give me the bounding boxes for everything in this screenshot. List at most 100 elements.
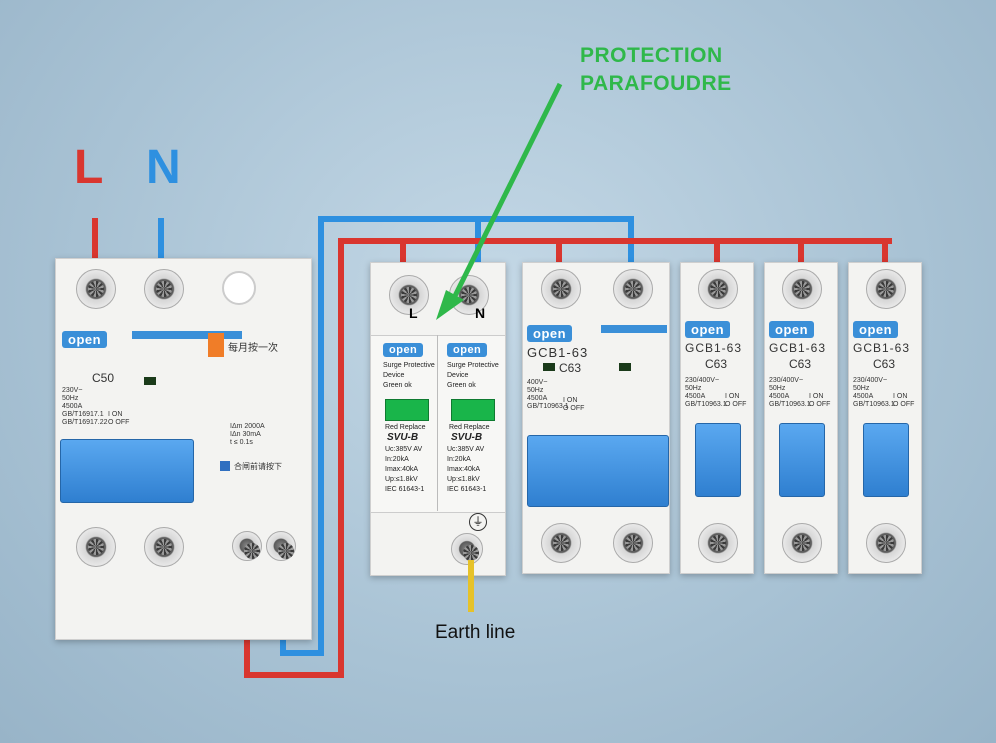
mcb-spec: 230/400V~ xyxy=(769,377,804,384)
incoming-neutral-wire xyxy=(158,218,164,290)
mcb-model: GCB1-63 xyxy=(769,341,827,355)
rcbo-terminal-l-bottom xyxy=(76,527,116,567)
spd-spec: Uc:385V AV xyxy=(385,446,423,453)
spd-terminal-l-label: L xyxy=(409,305,418,321)
spd-replace-label: Red Replace xyxy=(385,424,426,431)
mcb-double-spec: 400V~ xyxy=(527,379,548,386)
mcb-toggle-lever[interactable] xyxy=(863,423,909,497)
mcb-single-2: open GCB1-63 C63 230/400V~ 50Hz 4500A GB… xyxy=(764,262,838,574)
mcb-terminal-bottom xyxy=(782,523,822,563)
mcb-spec: 50Hz xyxy=(853,385,870,392)
mcb-off-label: O OFF xyxy=(725,401,747,408)
mcb-spec: 230/400V~ xyxy=(853,377,888,384)
mcb-double-toggle-lever[interactable] xyxy=(527,435,669,507)
earth-line-label: Earth line xyxy=(435,622,516,643)
mcb-spec: 50Hz xyxy=(685,385,702,392)
mcb-double-terminal-bottom-1 xyxy=(541,523,581,563)
spd-module-line: Surge Protective xyxy=(447,362,499,369)
spd-replace-label: Red Replace xyxy=(449,424,490,431)
rcbo-toggle-lever[interactable] xyxy=(60,439,194,503)
mcb-double-model: GCB1-63 xyxy=(527,345,589,360)
mcb-model: GCB1-63 xyxy=(853,341,911,355)
mcb-spec: 50Hz xyxy=(769,385,786,392)
mcb-off-label: O OFF xyxy=(809,401,831,408)
spd-terminal-l xyxy=(389,275,429,315)
rcbo-rating: C50 xyxy=(92,371,115,385)
spd-spec: Up:≤1.8kV xyxy=(385,476,418,483)
rcbo-reset-note: 合闸前请按下 xyxy=(234,462,282,471)
spd-spec: Imax:40kA xyxy=(385,466,419,473)
spd-module-line: Surge Protective xyxy=(383,362,435,369)
mcb-double-indicator-2 xyxy=(619,363,631,371)
rcbo-spec: GB/T16917.22 xyxy=(62,419,108,426)
rcbo-spec: GB/T16917.1 xyxy=(62,411,104,418)
spd-terminal-earth xyxy=(451,533,483,565)
mcb-single-1: open GCB1-63 C63 230/400V~ 50Hz 4500A GB… xyxy=(680,262,754,574)
rcbo-reset-button[interactable] xyxy=(220,461,230,471)
spd-module-line: Green ok xyxy=(447,382,476,389)
mcb-double-terminal-bottom-2 xyxy=(613,523,653,563)
mcb-model: GCB1-63 xyxy=(685,341,743,355)
mcb-on-label: I ON xyxy=(725,393,740,400)
spd-spec: IEC 61643-1 xyxy=(385,486,425,493)
mcb-spec: 4500A xyxy=(769,393,790,400)
mcb-double-terminal-top-2 xyxy=(613,269,653,309)
rcbo-residual: IΔn 30mA xyxy=(230,431,261,438)
spd-model: SVU-B xyxy=(387,432,419,443)
spd-status-window xyxy=(385,399,429,421)
spd-status-window xyxy=(451,399,495,421)
spd-spec: Up:≤1.8kV xyxy=(447,476,480,483)
mcb-on-label: I ON xyxy=(893,393,908,400)
mcb-spec: GB/T10963.1 xyxy=(853,401,895,408)
neutral-label: N xyxy=(146,141,181,194)
surge-protector: L N open Surge Protective Device Green o… xyxy=(370,262,506,576)
rcbo-test-note: 每月按一次 xyxy=(228,343,278,354)
mcb-double-off-label: O OFF xyxy=(563,405,585,412)
annotation-text: PROTECTION PARAFOUDRE xyxy=(580,42,732,98)
annotation-line-2: PARAFOUDRE xyxy=(580,72,732,95)
mcb-terminal-bottom xyxy=(866,523,906,563)
mcb-rating: C63 xyxy=(873,357,896,371)
spd-spec: IEC 61643-1 xyxy=(447,486,487,493)
rcbo-off-label: O OFF xyxy=(108,419,130,426)
rcbo-terminal-l-top xyxy=(76,269,116,309)
mcb-terminal-top xyxy=(698,269,738,309)
mcb-brand: open xyxy=(769,321,815,338)
mcb-brand: open xyxy=(685,321,731,338)
rcbo-terminal-n-top xyxy=(144,269,184,309)
rcbo-on-label: I ON xyxy=(108,411,123,418)
mcb-terminal-top xyxy=(782,269,822,309)
mcb-double-terminal-top-1 xyxy=(541,269,581,309)
rcbo-terminal-aux-2 xyxy=(266,531,296,561)
spd-spec: In:20kA xyxy=(385,456,409,463)
spd-model: SVU-B xyxy=(451,432,483,443)
rcbo-brand: open xyxy=(62,331,108,348)
mcb-terminal-bottom xyxy=(698,523,738,563)
mcb-brand: open xyxy=(853,321,899,338)
spd-terminal-n-label: N xyxy=(475,305,486,321)
mcb-toggle-lever[interactable] xyxy=(695,423,741,497)
rcbo-terminal-n-bottom xyxy=(144,527,184,567)
mcb-spec: 4500A xyxy=(685,393,706,400)
rcbo-indicator xyxy=(144,377,156,385)
mcb-off-label: O OFF xyxy=(893,401,915,408)
spd-module-brand: open xyxy=(447,343,488,357)
mcb-spec: GB/T10963.1 xyxy=(769,401,811,408)
mcb-rating: C63 xyxy=(789,357,812,371)
rcbo-test-circle[interactable] xyxy=(222,271,256,305)
mcb-rating: C63 xyxy=(705,357,728,371)
mcb-terminal-top xyxy=(866,269,906,309)
spd-module-line: Green ok xyxy=(383,382,412,389)
mcb-double-spec: 4500A xyxy=(527,395,548,402)
mcb-double-rating: C63 xyxy=(559,361,582,375)
rcbo-test-button[interactable] xyxy=(208,333,224,357)
mcb-spec: 4500A xyxy=(853,393,874,400)
mcb-double-indicator xyxy=(543,363,555,371)
mcb-spec: 230/400V~ xyxy=(685,377,720,384)
spd-spec: In:20kA xyxy=(447,456,471,463)
rcbo-breaker: open 每月按一次 C50 230V~ 50Hz 4500A GB/T1691… xyxy=(55,258,312,640)
mcb-double-pole: open GCB1-63 C63 400V~ 50Hz 4500A GB/T10… xyxy=(522,262,670,574)
mcb-toggle-lever[interactable] xyxy=(779,423,825,497)
earth-wire xyxy=(468,560,474,612)
mcb-double-spec: 50Hz xyxy=(527,387,544,394)
